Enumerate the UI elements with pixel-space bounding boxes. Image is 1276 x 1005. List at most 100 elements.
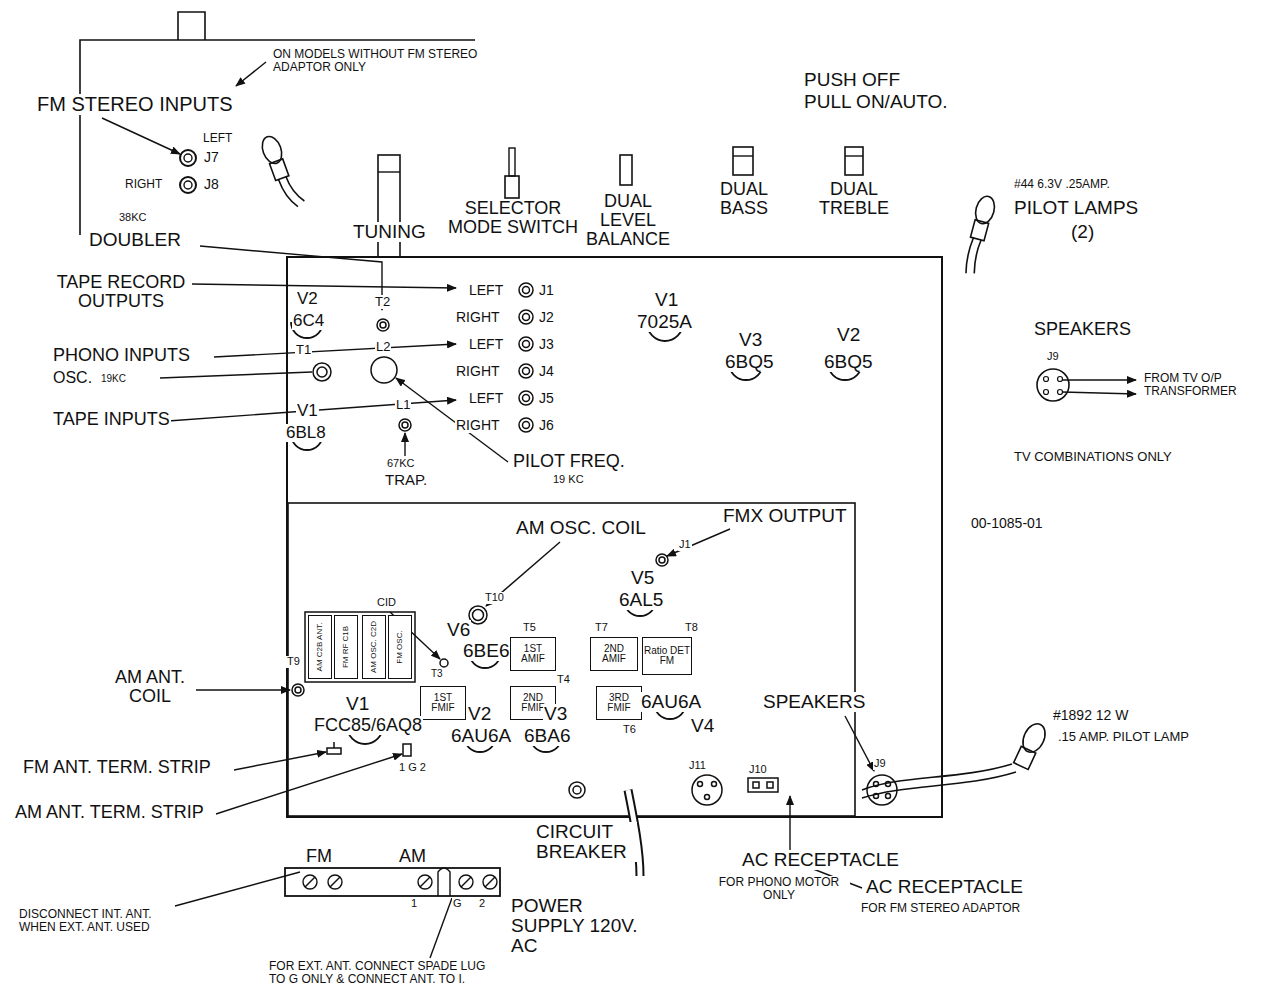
- gang-section-box: FM OSC.: [388, 615, 412, 679]
- callout-label: POWER SUPPLY 120V. AC: [510, 896, 662, 956]
- callout-label: 67KC: [386, 458, 416, 470]
- callout-label: T8: [684, 622, 699, 634]
- callout-label: CIRCUIT BREAKER: [535, 822, 637, 862]
- callout-label: 00-1085-01: [970, 516, 1044, 531]
- callout-label: DUAL TREBLE: [808, 180, 900, 218]
- callout-label: SPEAKERS: [1033, 320, 1132, 339]
- callout-label: V3: [543, 704, 568, 724]
- callout-label: FROM TV O/P TRANSFORMER: [1143, 372, 1245, 397]
- part-name: FM RF C1B: [342, 626, 350, 668]
- callout-label: DUAL LEVEL BALANCE: [582, 192, 674, 249]
- callout-label: 6BE6: [462, 641, 510, 661]
- callout-label: RIGHT: [455, 364, 501, 379]
- callout-label: RIGHT: [455, 418, 501, 433]
- gang-section-box: AM OSC. C2D: [362, 615, 386, 679]
- part-name: 1ST FMIF: [421, 693, 465, 714]
- callout-label: T1: [295, 343, 312, 357]
- callout-label: 6AL5: [618, 590, 664, 610]
- callout-label: 38KC: [118, 212, 148, 224]
- callout-label: J6: [538, 418, 555, 433]
- callout-label: PILOT FREQ.: [512, 452, 626, 471]
- callout-label: SPEAKERS: [762, 692, 866, 712]
- callout-label: V1: [654, 290, 679, 310]
- callout-label: LEFT: [468, 283, 504, 298]
- part-name: Ratio DET FM: [643, 646, 691, 667]
- callout-label: AM: [398, 847, 427, 866]
- callout-label: 1 G 2: [398, 762, 427, 774]
- callout-label: L2: [375, 340, 391, 354]
- callout-label: RIGHT: [455, 310, 501, 325]
- if-transformer-box: 1ST AMIF: [510, 637, 556, 671]
- callout-label: .15 AMP. PILOT LAMP: [1057, 730, 1190, 744]
- callout-label: FOR FM STEREO ADAPTOR: [860, 902, 1021, 915]
- callout-label: PUSH OFF: [803, 70, 901, 90]
- gang-section-box: AM C2B ANT.: [308, 615, 332, 679]
- part-name: 1ST AMIF: [511, 644, 555, 665]
- callout-label: 6C4: [292, 312, 325, 330]
- callout-label: PULL ON/AUTO.: [803, 92, 949, 112]
- callout-label: 19KC: [100, 374, 127, 385]
- callout-label: V2: [836, 325, 861, 345]
- callout-label: T6: [622, 724, 637, 736]
- callout-label: V5: [630, 568, 655, 588]
- if-transformer-box: 2ND AMIF: [590, 637, 638, 671]
- callout-label: TUNING: [352, 222, 427, 242]
- callout-label: LEFT: [468, 337, 504, 352]
- if-transformer-box: Ratio DET FM: [642, 637, 692, 675]
- callout-label: T2: [374, 295, 391, 309]
- callout-label: AC RECEPTACLE: [741, 850, 900, 870]
- part-name: FM OSC.: [396, 630, 404, 663]
- callout-label: J5: [538, 391, 555, 406]
- callout-label: #44 6.3V .25AMP.: [1013, 178, 1111, 191]
- callout-label: AM OSC. COIL: [515, 518, 647, 538]
- callout-label: FCC85/6AQ8: [313, 716, 423, 735]
- callout-label: (2): [1070, 222, 1095, 242]
- part-name: AM OSC. C2D: [370, 621, 378, 673]
- callout-label: TAPE RECORD OUTPUTS: [50, 273, 192, 311]
- callout-label: 19 KC: [552, 474, 585, 486]
- callout-label: LEFT: [202, 132, 233, 145]
- callout-label: DISCONNECT INT. ANT. WHEN EXT. ANT. USED: [18, 908, 170, 933]
- callout-label: LEFT: [468, 391, 504, 406]
- callout-label: 1: [410, 898, 418, 910]
- callout-label: J9: [873, 758, 887, 770]
- callout-label: 2: [478, 898, 486, 910]
- callout-label: TAPE INPUTS: [52, 410, 171, 429]
- callout-label: J11: [688, 760, 707, 772]
- callout-label: T7: [594, 622, 609, 634]
- part-name: 2ND AMIF: [591, 644, 637, 665]
- callout-label: TV COMBINATIONS ONLY: [1013, 450, 1173, 464]
- callout-label: V2: [296, 290, 319, 308]
- callout-label: 6AU6A: [450, 726, 512, 746]
- callout-label: FMX OUTPUT: [722, 506, 848, 526]
- callout-label: AM ANT. COIL: [104, 668, 196, 706]
- callout-label: J3: [538, 337, 555, 352]
- callout-label: RIGHT: [124, 178, 163, 191]
- callout-label: V1: [296, 402, 319, 420]
- callout-label: J7: [203, 150, 220, 165]
- callout-label: J1: [678, 539, 692, 551]
- callout-label: PHONO INPUTS: [52, 346, 191, 365]
- callout-label: 6BA6: [523, 726, 571, 746]
- callout-label: T4: [556, 674, 571, 686]
- callout-label: 6BL8: [285, 424, 327, 442]
- callout-label: J4: [538, 364, 555, 379]
- callout-label: J10: [748, 764, 768, 776]
- callout-label: L1: [395, 398, 411, 412]
- callout-label: PILOT LAMPS: [1013, 198, 1139, 218]
- callout-label: 6BQ5: [724, 352, 775, 372]
- callout-label: 6BQ5: [823, 352, 874, 372]
- if-transformer-box: 1ST FMIF: [420, 686, 466, 720]
- callout-label: TRAP.: [384, 472, 428, 488]
- callout-label: FM: [305, 847, 333, 866]
- callout-label: J2: [538, 310, 555, 325]
- callout-label: SELECTOR MODE SWITCH: [447, 199, 579, 237]
- callout-label: T3: [430, 669, 444, 680]
- callout-label: V4: [690, 716, 715, 736]
- if-transformer-box: 3RD FMIF: [596, 686, 642, 720]
- callout-label: FM ANT. TERM. STRIP: [22, 758, 212, 777]
- gang-section-box: FM RF C1B: [334, 615, 358, 679]
- callout-label: T10: [484, 592, 505, 604]
- part-name: AM C2B ANT.: [316, 623, 324, 672]
